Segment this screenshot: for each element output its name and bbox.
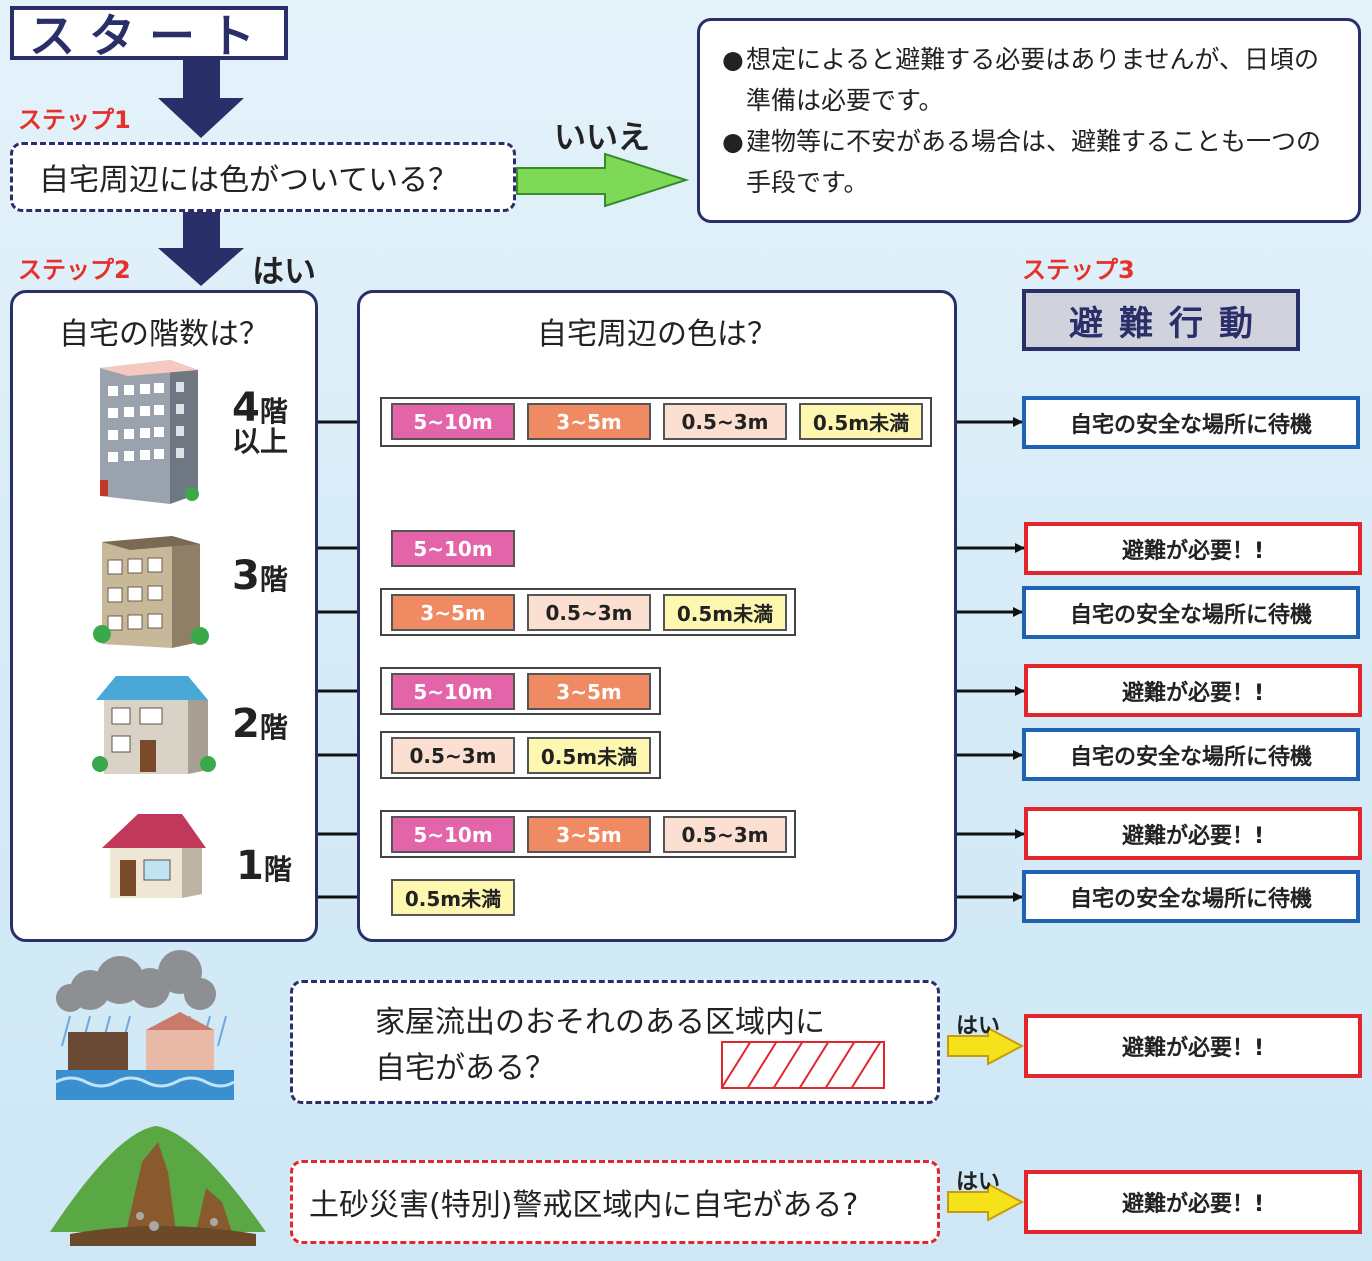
- floor-4-suffix: 階: [259, 395, 288, 428]
- action-safe: 自宅の安全な場所に待機: [1022, 870, 1360, 923]
- note-1: 想定によると避難する必要はありませんが、日頃の準備は必要です。: [722, 39, 1338, 121]
- action-evacuate: 避難が必要！!: [1024, 1170, 1362, 1234]
- floor-3-suffix: 階: [259, 563, 288, 596]
- depth-tag: 3~5m: [527, 673, 651, 710]
- building-4f-icon: [100, 360, 199, 504]
- down-arrow-1: [158, 60, 244, 138]
- action-evacuate: 避難が必要！!: [1024, 807, 1362, 860]
- floor-4-label: 4階 以上: [232, 388, 288, 456]
- depth-tag: 0.5~3m: [663, 816, 787, 853]
- question1-text: 自宅周辺には色がついている？: [39, 163, 459, 198]
- action-safe-text: 自宅の安全な場所に待機: [1069, 744, 1312, 770]
- flood-question-line1: 家屋流出のおそれのある区域内に: [375, 1005, 825, 1040]
- no-arrow: [516, 152, 690, 208]
- depth-tag: 5~10m: [391, 530, 515, 567]
- building-1f-icon: [102, 814, 206, 898]
- down-arrow-2: [158, 212, 244, 286]
- action-safe: 自宅の安全な場所に待機: [1022, 586, 1360, 639]
- sediment-question-box: 土砂災害(特別)警戒区域内に自宅がある?: [290, 1160, 940, 1244]
- no-label: いいえ: [554, 118, 651, 156]
- floors-panel-title: 自宅の階数は？: [59, 317, 269, 352]
- action-evacuate: 避難が必要！!: [1024, 664, 1362, 717]
- depth-tag: 0.5m未満: [799, 403, 923, 440]
- action-safe-text: 自宅の安全な場所に待機: [1069, 412, 1312, 438]
- yes-label: はい: [252, 252, 317, 290]
- action-evacuate: 避難が必要！!: [1024, 522, 1362, 575]
- action-evacuate-text: 避難が必要！!: [1121, 680, 1265, 706]
- floor-4-sub: 以上: [232, 425, 289, 458]
- action-evacuate-text: 避難が必要！!: [1121, 538, 1265, 564]
- depth-tag: 5~10m: [391, 673, 515, 710]
- floor-3-number: 3: [232, 553, 260, 599]
- building-3f-icon: [93, 536, 209, 648]
- yes-arrow-sediment: [947, 1182, 1025, 1222]
- depth-tag: 0.5~3m: [663, 403, 787, 440]
- yes-arrow-flood: [947, 1026, 1025, 1066]
- start-box: スタート: [10, 6, 288, 63]
- start-label: スタート: [29, 9, 269, 63]
- action-safe-text: 自宅の安全な場所に待機: [1069, 886, 1312, 912]
- question1-box: 自宅周辺には色がついている？: [10, 142, 516, 212]
- flood-question-line2: 自宅がある？: [375, 1051, 555, 1086]
- flood-yes-label: はい: [956, 1014, 1001, 1039]
- action-evacuate-text: 避難が必要！!: [1121, 823, 1265, 849]
- flood-question-box: 家屋流出のおそれのある区域内に 自宅がある？: [290, 980, 940, 1104]
- floor-1-label: 1階: [236, 846, 292, 886]
- depth-tag: 0.5~3m: [527, 594, 651, 631]
- floor-2-label: 2階: [232, 704, 288, 744]
- action-evacuate: 避難が必要！!: [1024, 1014, 1362, 1078]
- flood-icon: [55, 950, 235, 1100]
- notes-box: 想定によると避難する必要はありませんが、日頃の準備は必要です。 建物等に不安があ…: [697, 18, 1361, 223]
- note-2: 建物等に不安がある場合は、避難することも一つの手段です。: [722, 121, 1338, 203]
- action-safe: 自宅の安全な場所に待機: [1022, 396, 1360, 449]
- floor-1-suffix: 階: [263, 853, 292, 886]
- action-safe-text: 自宅の安全な場所に待機: [1069, 602, 1312, 628]
- landslide-icon: [50, 1126, 266, 1246]
- step2-label: ステップ2: [18, 256, 131, 284]
- depth-tag: 5~10m: [391, 403, 515, 440]
- floor-3-label: 3階: [232, 556, 288, 596]
- action-header: 避難行動: [1022, 289, 1300, 351]
- depth-tag: 3~5m: [527, 403, 651, 440]
- floor-1-number: 1: [236, 843, 264, 889]
- depth-tag: 3~5m: [391, 594, 515, 631]
- action-header-text: 避難行動: [1069, 303, 1269, 344]
- depth-tag: 0.5m未満: [527, 737, 651, 774]
- step3-label: ステップ3: [1022, 256, 1135, 284]
- depth-tag: 0.5m未満: [663, 594, 787, 631]
- hatched-area-legend: [721, 1041, 885, 1089]
- action-safe: 自宅の安全な場所に待機: [1022, 728, 1360, 781]
- sediment-question-text: 土砂災害(特別)警戒区域内に自宅がある?: [309, 1188, 859, 1223]
- floor-2-suffix: 階: [259, 711, 288, 744]
- floor-2-number: 2: [232, 701, 260, 747]
- action-evacuate-text: 避難が必要！!: [1121, 1192, 1265, 1217]
- step1-label: ステップ1: [18, 106, 131, 134]
- building-2f-icon: [92, 676, 216, 774]
- depth-tag: 0.5m未満: [391, 879, 515, 916]
- depth-tag: 3~5m: [527, 816, 651, 853]
- action-evacuate-text: 避難が必要！!: [1121, 1036, 1265, 1061]
- sediment-yes-label: はい: [956, 1170, 1001, 1195]
- depth-tag: 5~10m: [391, 816, 515, 853]
- floor-4-number: 4: [232, 385, 260, 431]
- colors-panel-title: 自宅周辺の色は？: [537, 317, 777, 352]
- depth-tag: 0.5~3m: [391, 737, 515, 774]
